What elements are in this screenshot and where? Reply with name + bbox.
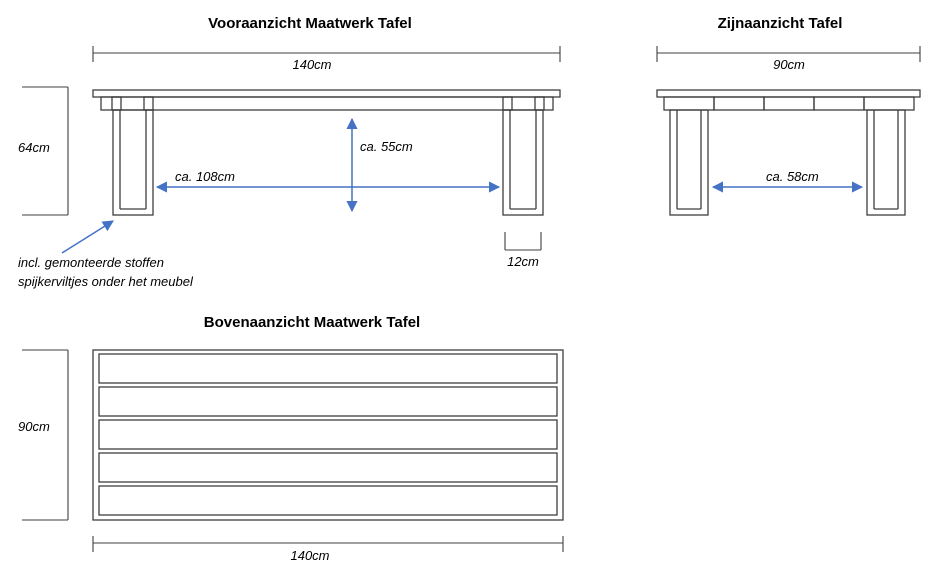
front-leg-dimension-label: 12cm bbox=[507, 254, 539, 269]
side-left-leg bbox=[669, 109, 709, 216]
side-inner-width-label: ca. 58cm bbox=[766, 169, 819, 184]
side-right-leg-inner bbox=[873, 110, 899, 210]
front-tabletop-frame bbox=[100, 96, 554, 111]
front-tabletop-board bbox=[92, 89, 561, 98]
front-view-title: Vooraanzicht Maatwerk Tafel bbox=[208, 15, 412, 32]
front-right-leg-tenon-a bbox=[502, 96, 513, 111]
side-tabletop-board bbox=[656, 89, 921, 98]
top-plank-1 bbox=[98, 353, 558, 384]
front-inner-width-label: ca. 108cm bbox=[175, 169, 235, 184]
top-width-dimension-label: 140cm bbox=[290, 548, 329, 563]
front-left-leg-tenon-b bbox=[143, 96, 154, 111]
front-inner-height-label: ca. 55cm bbox=[360, 139, 413, 154]
note-pointer-arrow bbox=[61, 220, 114, 254]
note-line-2: spijkerviltjes onder het meubel bbox=[18, 274, 194, 289]
side-plank-4 bbox=[813, 96, 865, 111]
side-left-leg-inner bbox=[676, 110, 702, 210]
side-view-title: Zijnaanzicht Tafel bbox=[718, 15, 843, 32]
top-plank-4 bbox=[98, 452, 558, 483]
front-leg-dimension-line bbox=[504, 232, 542, 251]
top-plank-3 bbox=[98, 419, 558, 450]
front-right-leg-tenon-b bbox=[534, 96, 545, 111]
front-right-leg-inner bbox=[509, 110, 537, 210]
front-height-dimension-label: 64cm bbox=[18, 140, 50, 155]
front-right-leg bbox=[502, 109, 544, 216]
side-plank-3 bbox=[763, 96, 815, 111]
front-width-dimension-label: 140cm bbox=[292, 57, 331, 72]
front-left-leg bbox=[112, 109, 154, 216]
front-view: Vooraanzicht Maatwerk Tafel 140cm 64cm 1… bbox=[18, 15, 561, 289]
top-plank-2 bbox=[98, 386, 558, 417]
side-width-dimension-line bbox=[656, 46, 921, 62]
top-depth-dimension-label: 90cm bbox=[18, 419, 50, 434]
side-view: Zijnaanzicht Tafel 90cm ca. 58cm bbox=[656, 15, 921, 216]
side-plank-5 bbox=[863, 96, 915, 111]
top-view: Bovenaanzicht Maatwerk Tafel 90cm 140cm bbox=[18, 314, 564, 563]
top-depth-dimension-line bbox=[22, 349, 69, 521]
note-line-1: incl. gemonteerde stoffen bbox=[18, 255, 164, 270]
side-plank-2 bbox=[713, 96, 765, 111]
side-plank-1 bbox=[663, 96, 715, 111]
side-width-dimension-label: 90cm bbox=[773, 57, 805, 72]
front-width-dimension-line bbox=[92, 46, 561, 62]
front-left-leg-tenon-a bbox=[111, 96, 122, 111]
top-width-dimension-line bbox=[92, 536, 564, 552]
top-outer-frame bbox=[92, 349, 564, 521]
top-view-title: Bovenaanzicht Maatwerk Tafel bbox=[204, 314, 420, 331]
front-left-leg-inner bbox=[119, 110, 147, 210]
side-right-leg bbox=[866, 109, 906, 216]
front-height-dimension-line bbox=[22, 86, 69, 216]
top-plank-5 bbox=[98, 485, 558, 516]
